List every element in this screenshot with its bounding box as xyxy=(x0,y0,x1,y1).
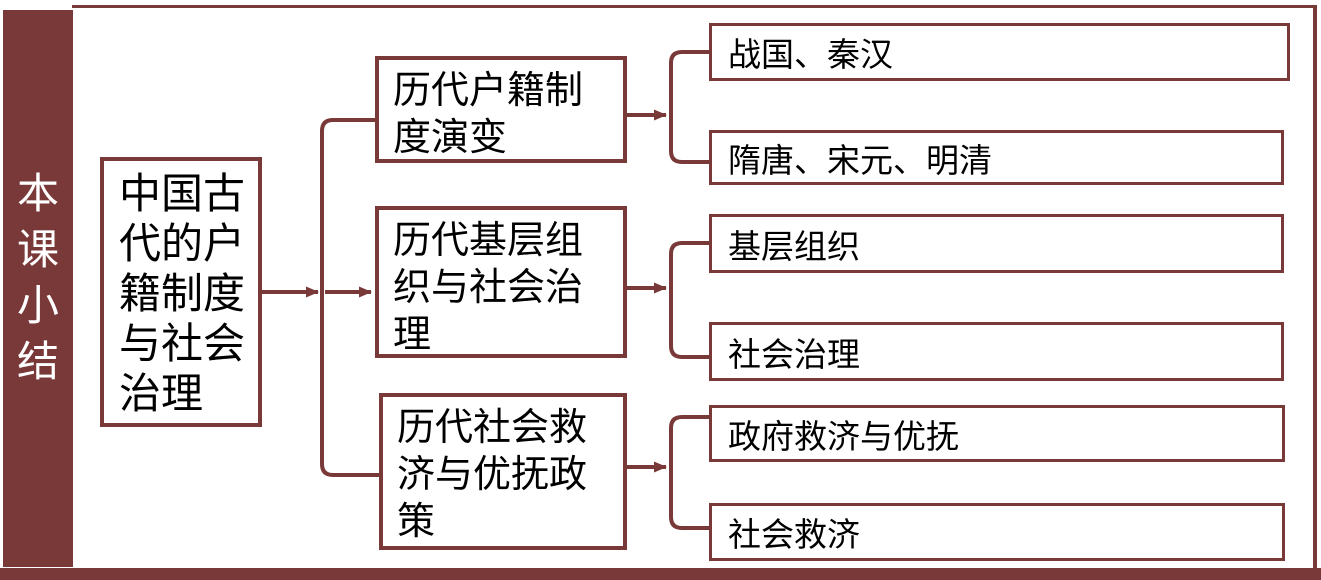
sidebar: 本 课 小 结 xyxy=(3,10,73,567)
branch-box-grassroots-governance: 历代基层组 织与社会治 理 xyxy=(375,206,627,358)
bracket-household xyxy=(669,50,709,164)
bottom-bar xyxy=(0,568,1321,580)
bracket-relief xyxy=(669,415,709,530)
leaf-box-social-relief: 社会救济 xyxy=(709,503,1285,561)
bracket-grassroots xyxy=(669,241,709,359)
sidebar-title: 本 课 小 结 xyxy=(16,169,59,385)
branch-box-relief-policy: 历代社会救 济与优抚政 策 xyxy=(379,393,627,550)
leaf-box-sui-tang-song-yuan-ming-qing: 隋唐、宋元、明清 xyxy=(709,130,1284,185)
top-border xyxy=(72,5,1317,8)
root-topic-box: 中国古 代的户 籍制度 与社会 治理 xyxy=(100,157,262,427)
leaf-box-warring-states-qin-han: 战国、秦汉 xyxy=(709,23,1290,81)
right-border xyxy=(1313,5,1317,580)
leaf-box-grassroots-organizations: 基层组织 xyxy=(709,214,1284,273)
leaf-box-government-relief: 政府救济与优抚 xyxy=(709,405,1285,462)
branch-box-household-registration: 历代户籍制 度演变 xyxy=(375,56,627,163)
bracket-left xyxy=(320,118,379,477)
leaf-box-social-governance: 社会治理 xyxy=(709,322,1284,381)
